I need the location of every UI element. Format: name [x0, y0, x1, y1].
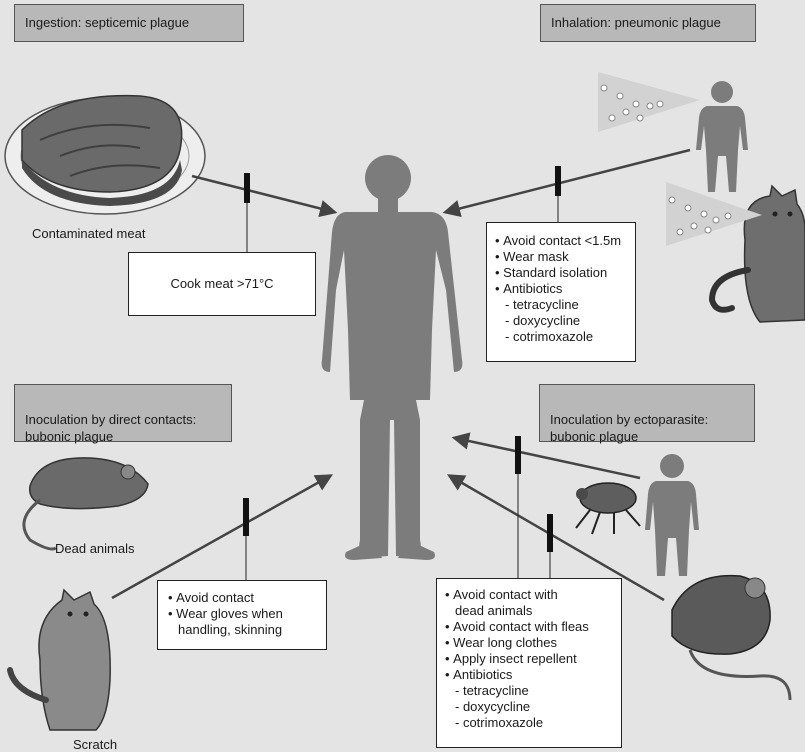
direct-measures-list: Avoid contact Wear gloves when handling,…: [168, 590, 316, 638]
list-item: Wear long clothes: [445, 635, 613, 651]
list-item: Avoid contact with fleas: [445, 619, 613, 635]
list-item-continuation: handling, skinning: [168, 622, 316, 638]
list-item: Avoid contact <1.5m: [495, 233, 627, 249]
list-item: Wear mask: [495, 249, 627, 265]
header-inhalation: Inhalation: pneumonic plague: [540, 4, 756, 42]
list-item: Antibiotics: [445, 667, 613, 683]
ectoparasite-measures-list: Avoid contact with dead animals Avoid co…: [445, 587, 613, 731]
list-item: Apply insect repellent: [445, 651, 613, 667]
list-subitem: doxycycline: [445, 699, 613, 715]
person-ectoparasite-illustration: [645, 454, 699, 576]
prevention-box-ingestion: Cook meat >71°C: [128, 252, 316, 316]
header-ingestion-text: Ingestion: septicemic plague: [25, 15, 189, 30]
arrow-inhalation: [446, 150, 690, 212]
label-contaminated-meat: Contaminated meat: [32, 226, 145, 241]
list-item: Avoid contact: [168, 590, 316, 606]
header-ectoparasite-text: Inoculation by ectoparasite: bubonic pla…: [550, 412, 708, 444]
list-subitem: doxycycline: [495, 313, 627, 329]
list-item: Wear gloves when: [168, 606, 316, 622]
list-item: Standard isolation: [495, 265, 627, 281]
header-ingestion: Ingestion: septicemic plague: [14, 4, 244, 42]
list-subitem: tetracycline: [445, 683, 613, 699]
human-figure: [322, 155, 463, 560]
list-subitem: tetracycline: [495, 297, 627, 313]
inhalation-measures-list: Avoid contact <1.5m Wear mask Standard i…: [495, 233, 627, 345]
header-direct: Inoculation by direct contacts: bubonic …: [14, 384, 232, 442]
list-subitem: cotrimoxazole: [445, 715, 613, 731]
coughing-person-illustration: [696, 81, 748, 192]
mouse-illustration: [672, 576, 790, 700]
header-inhalation-text: Inhalation: pneumonic plague: [551, 15, 721, 30]
droplet-spray-person: [598, 72, 700, 132]
list-item: Antibiotics: [495, 281, 627, 297]
list-item-continuation: dead animals: [445, 603, 613, 619]
header-ectoparasite: Inoculation by ectoparasite: bubonic pla…: [539, 384, 755, 442]
arrow-ingestion: [192, 176, 334, 212]
label-dead-animals: Dead animals: [55, 541, 135, 556]
cat-illustration-bottom: [10, 590, 110, 730]
dead-rat-illustration: [24, 458, 148, 549]
contaminated-meat-illustration: [5, 96, 205, 214]
header-direct-text: Inoculation by direct contacts: bubonic …: [25, 412, 196, 444]
prevention-box-ectoparasite: Avoid contact with dead animals Avoid co…: [436, 578, 622, 748]
list-item: Avoid contact with: [445, 587, 613, 603]
flea-illustration: [576, 483, 640, 534]
prevention-box-direct: Avoid contact Wear gloves when handling,…: [157, 580, 327, 650]
prevention-box-inhalation: Avoid contact <1.5m Wear mask Standard i…: [486, 222, 636, 362]
cook-meat-text: Cook meat >71°C: [170, 276, 273, 292]
list-subitem: cotrimoxazole: [495, 329, 627, 345]
